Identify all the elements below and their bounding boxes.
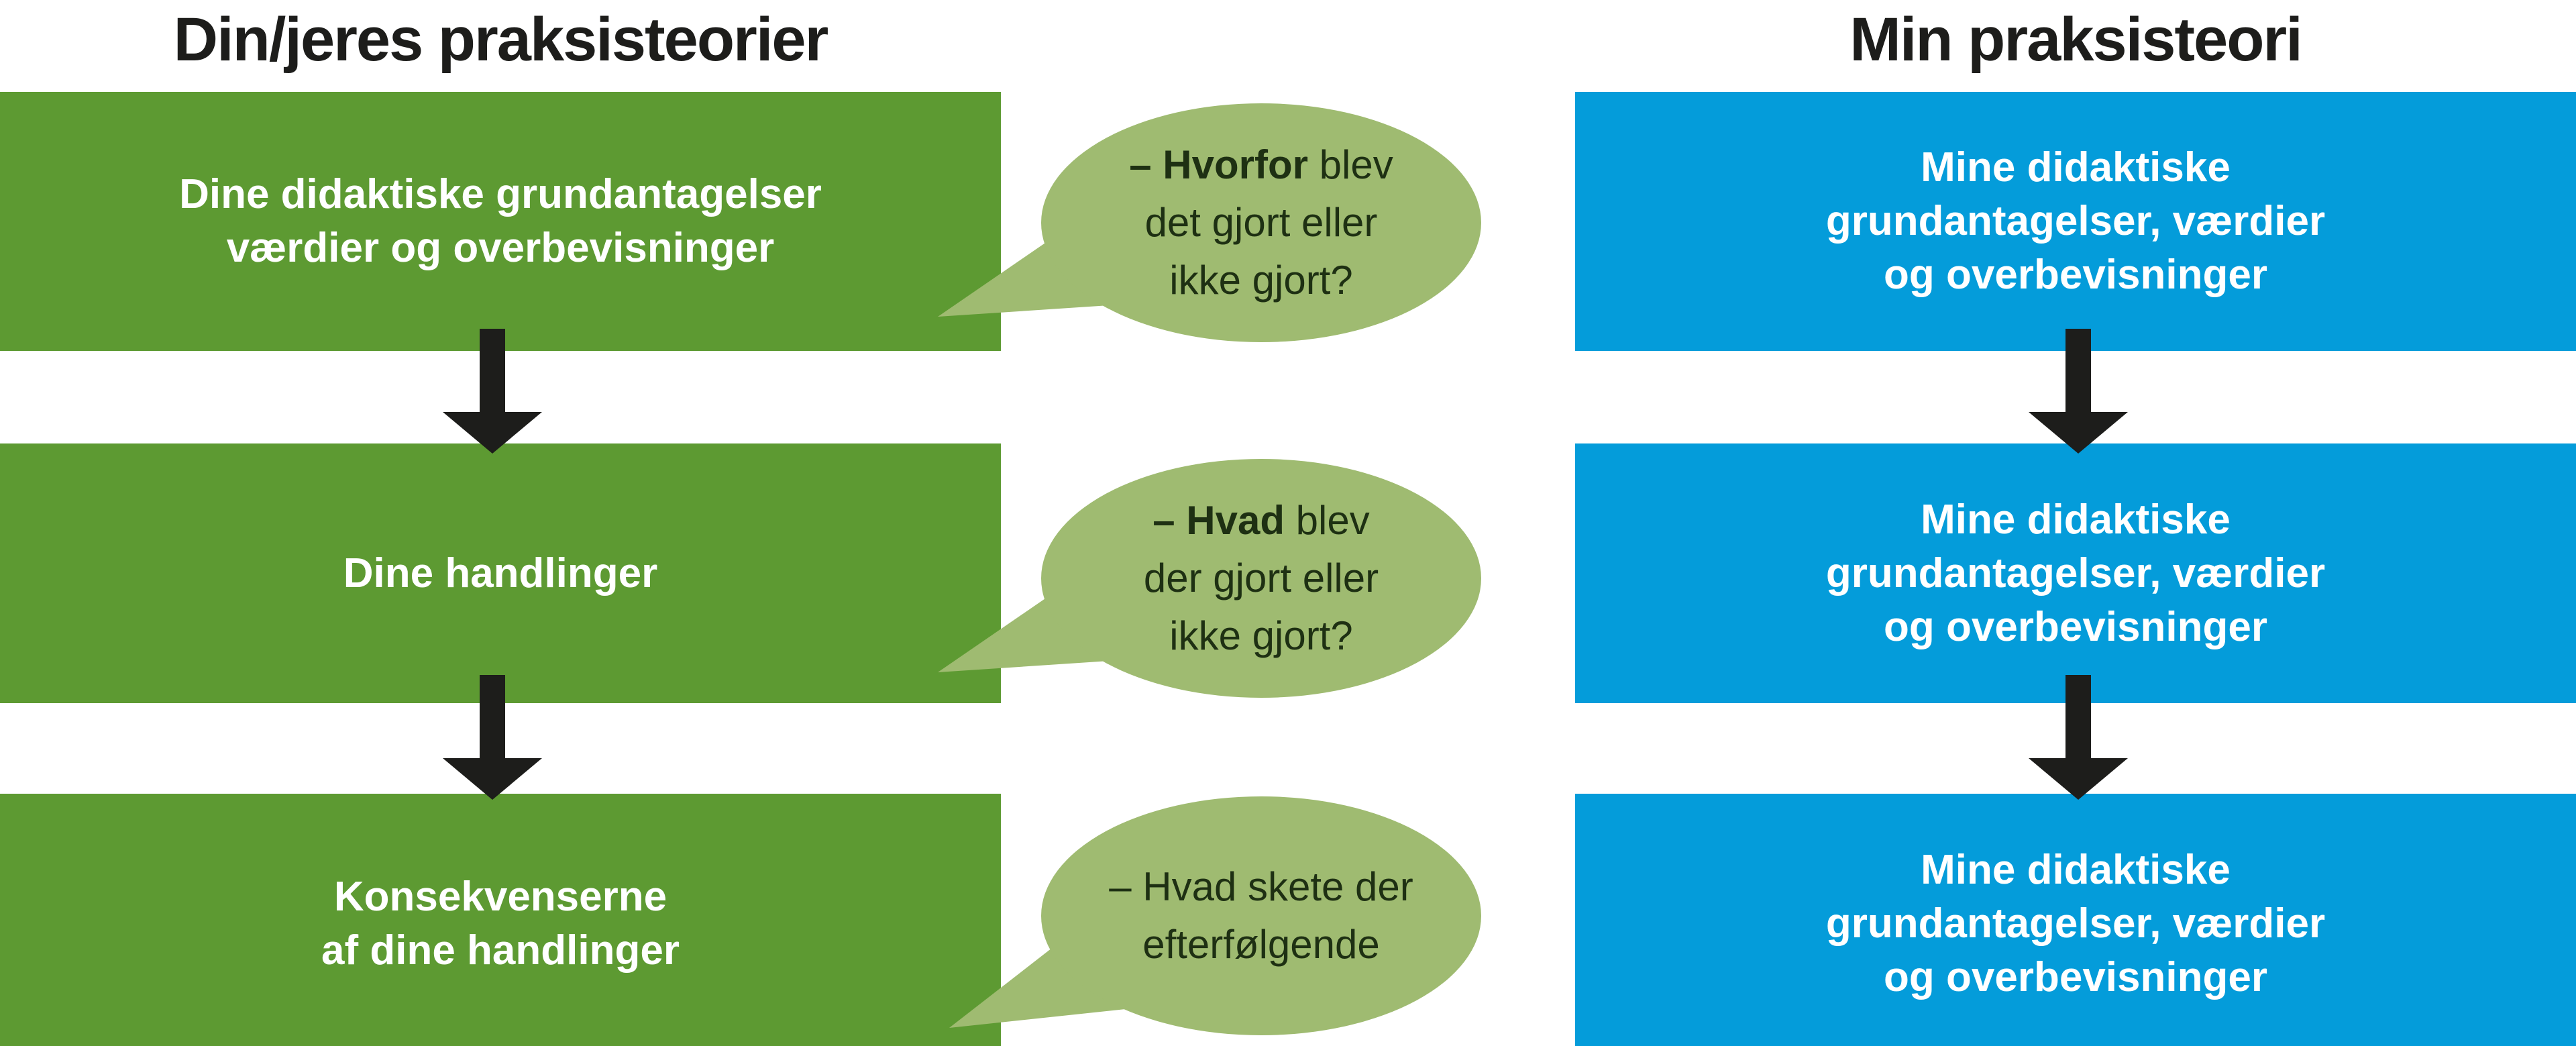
bubble-text: – Hvad blev der gjort eller ikke gjort? (1041, 459, 1481, 698)
box-text-line: og overbevisninger (1884, 252, 2267, 298)
right-box-assumptions-3: Mine didaktiske grundantagelser, værdier… (1575, 794, 2576, 1046)
right-box-assumptions-2: Mine didaktiske grundantagelser, værdier… (1575, 443, 2576, 703)
bubble-text-line: efterfølgende (1142, 922, 1380, 967)
speech-bubble-icon (938, 103, 1481, 342)
right-column-title: Min praksisteori (1849, 5, 2303, 74)
bubble-text-line: ikke gjort? (1169, 258, 1353, 303)
box-text-line: grundantagelser, værdier (1825, 900, 2326, 947)
bubble-text-line: – Hvad blev (1152, 498, 1370, 543)
box-text-line: grundantagelser, værdier (1825, 550, 2326, 596)
down-arrow-icon (443, 675, 542, 800)
right-box-assumptions-1: Mine didaktiske grundantagelser, værdier… (1575, 92, 2576, 351)
down-arrow-icon (2029, 675, 2128, 800)
left-box-assumptions: Dine didaktiske grundantagelser værdier … (0, 92, 1001, 351)
speech-bubble-icon (949, 796, 1481, 1035)
box-text-line: Mine didaktiske (1921, 846, 2231, 893)
speech-bubble-why: – Hvorfor blev det gjort eller ikke gjor… (926, 99, 1489, 354)
bubble-text-line: – Hvad skete der (1109, 864, 1413, 909)
box-text-line: grundantagelser, værdier (1825, 198, 2326, 244)
bubble-text-line: der gjort eller (1143, 556, 1379, 600)
bubble-text-line: – Hvorfor blev (1129, 142, 1393, 187)
bubble-text: – Hvad skete der efterfølgende (1041, 796, 1481, 1035)
box-text-line: Mine didaktiske (1921, 496, 2231, 543)
down-arrow-icon (2029, 329, 2128, 454)
left-box-consequences: Konsekvenserne af dine handlinger (0, 794, 1001, 1046)
box-text-line: værdier og overbevisninger (226, 225, 775, 271)
box-text-line: og overbevisninger (1884, 603, 2267, 650)
bubble-text-line: ikke gjort? (1169, 613, 1353, 658)
speech-bubble-what: – Hvad blev der gjort eller ikke gjort? (926, 454, 1489, 709)
left-column-title: Din/jeres praksisteorier (173, 5, 829, 74)
box-text-line: af dine handlinger (321, 927, 680, 974)
box-text-line: Dine handlinger (343, 550, 658, 596)
speech-bubble-what-happened: – Hvad skete der efterfølgende (926, 792, 1489, 1046)
box-text-line: Dine didaktiske grundantagelser (179, 171, 822, 217)
left-box-actions: Dine handlinger (0, 443, 1001, 703)
bubble-text: – Hvorfor blev det gjort eller ikke gjor… (1041, 103, 1481, 342)
box-text-line: Mine didaktiske (1921, 144, 2231, 191)
down-arrow-icon (443, 329, 542, 454)
box-text-line: og overbevisninger (1884, 953, 2267, 1000)
box-text-line: Konsekvenserne (333, 873, 667, 920)
speech-bubble-icon (938, 459, 1481, 698)
bubble-text-line: det gjort eller (1144, 200, 1378, 245)
